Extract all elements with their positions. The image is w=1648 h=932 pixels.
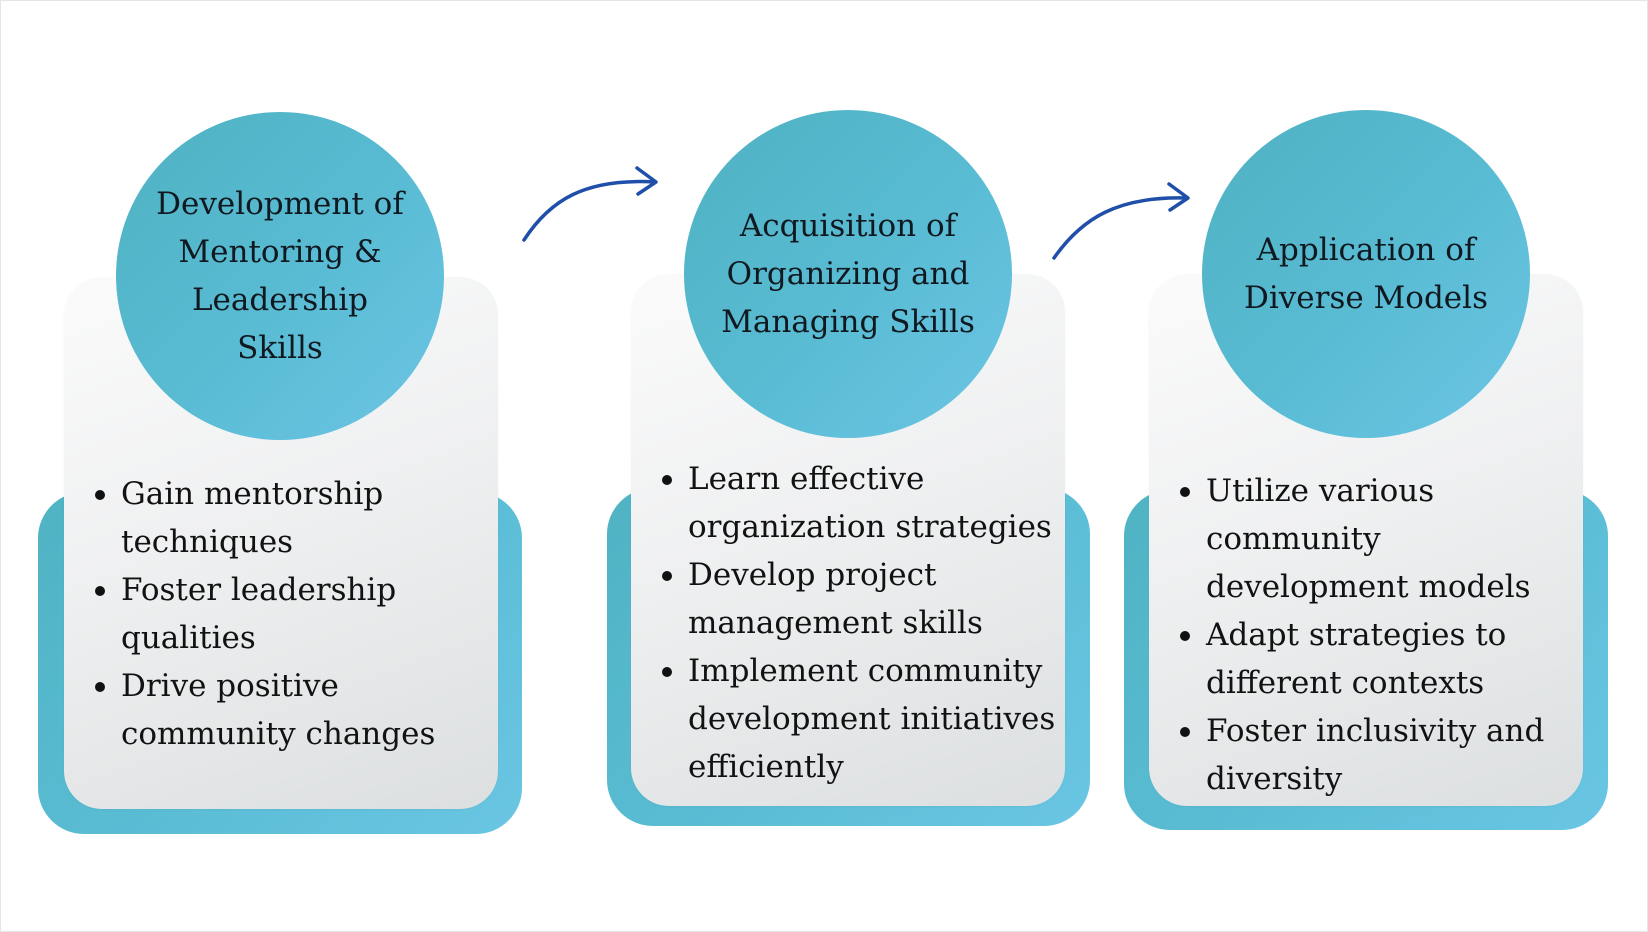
step-1-title: Development of Mentoring & Leadership Sk… bbox=[156, 186, 404, 366]
step-3-circle: Application of Diverse Models bbox=[1202, 110, 1530, 438]
step-3-item-1: Utilize various community development mo… bbox=[1178, 467, 1580, 611]
step-3-item-2: Adapt strategies to different contexts bbox=[1178, 611, 1580, 707]
curved-arrow-icon bbox=[522, 166, 658, 242]
step-2-title: Acquisition of Organizing and Managing S… bbox=[721, 208, 975, 340]
step-2-list: Learn effective organization strategies … bbox=[660, 455, 1060, 791]
curved-arrow-icon bbox=[1052, 182, 1190, 260]
step-1-item-3: Drive positive community changes bbox=[93, 662, 493, 758]
step-2-item-2: Develop project management skills bbox=[660, 551, 1060, 647]
step-2-circle: Acquisition of Organizing and Managing S… bbox=[684, 110, 1012, 438]
step-3-list: Utilize various community development mo… bbox=[1178, 467, 1580, 803]
step-1-circle: Development of Mentoring & Leadership Sk… bbox=[116, 112, 444, 440]
step-3-title: Application of Diverse Models bbox=[1244, 232, 1488, 316]
step-1-item-2: Foster leadership qualities bbox=[93, 566, 493, 662]
step-2-item-3: Implement community development initiati… bbox=[660, 647, 1060, 791]
step-2-item-1: Learn effective organization strategies bbox=[660, 455, 1060, 551]
step-1-item-1: Gain mentorship techniques bbox=[93, 470, 493, 566]
step-3-item-3: Foster inclusivity and diversity bbox=[1178, 707, 1580, 803]
step-1-list: Gain mentorship techniques Foster leader… bbox=[93, 470, 493, 758]
